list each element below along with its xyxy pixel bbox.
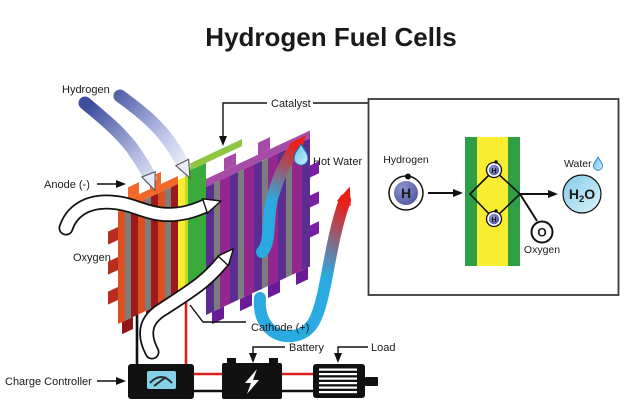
- charge-controller-label: Charge Controller: [5, 376, 92, 388]
- catalyst-leader: [219, 102, 267, 146]
- cathode-leader: [189, 304, 246, 323]
- electrolyte-layer: [178, 174, 188, 292]
- hot-water-label: Hot Water: [313, 156, 362, 168]
- electron-dot: [494, 160, 498, 164]
- load-leader: [334, 346, 368, 363]
- membrane: [465, 137, 520, 266]
- electron-dot: [494, 209, 498, 213]
- inset-water-label: Water: [564, 158, 592, 170]
- motor-shaft: [365, 377, 378, 386]
- electron-dot: [405, 173, 411, 180]
- gauge-needle: [153, 376, 167, 387]
- h-small-symbol: H: [491, 168, 496, 175]
- oxygen-label: Oxygen: [73, 252, 111, 264]
- hydrogen-flow-arrows: [78, 89, 184, 178]
- hydrogen-symbol: H: [401, 185, 411, 201]
- battery-terminal: [227, 358, 236, 364]
- battery-terminal: [269, 358, 278, 364]
- page-title: Hydrogen Fuel Cells: [205, 22, 456, 52]
- oxygen-flow-arrows: [58, 194, 235, 360]
- anode-label: Anode (-): [44, 179, 90, 191]
- proton-top: H: [485, 160, 503, 179]
- charge-controller: [128, 364, 194, 399]
- water-droplet-icon: [293, 142, 309, 166]
- battery-leader: [249, 346, 285, 363]
- lightning-bolt-icon: [245, 369, 259, 394]
- h-small-symbol: H: [491, 217, 496, 224]
- main-labels: Hydrogen Anode (-) Oxygen Catalyst Hot W…: [5, 84, 395, 388]
- cathode-plate: [206, 130, 319, 325]
- proton-bottom: H: [485, 209, 503, 228]
- catalyst-label: Catalyst: [271, 98, 311, 110]
- cathode-label: Cathode (+): [251, 322, 309, 334]
- inset-oxygen-label: Oxygen: [524, 244, 560, 256]
- fuel-cell-stack: [108, 130, 319, 335]
- catalyst-plate: [188, 139, 242, 286]
- circuit: [128, 358, 378, 399]
- water-droplet-icon: [593, 156, 603, 171]
- oxygen-atom: O: [530, 220, 554, 244]
- battery: [222, 358, 282, 399]
- h2o-formula: H2O: [569, 186, 595, 205]
- inset-hydrogen-label: Hydrogen: [383, 154, 429, 166]
- hot-water-arrows: [253, 135, 351, 343]
- battery-label: Battery: [289, 342, 324, 354]
- oxygen-symbol: O: [537, 226, 546, 240]
- reaction-inset: Hydrogen H H H: [367, 98, 620, 296]
- load-motor: [313, 364, 378, 398]
- oxygen-connector: [519, 193, 538, 222]
- hydrogen-label: Hydrogen: [62, 84, 110, 96]
- h2o-molecule: H2O: [562, 174, 602, 214]
- load-label: Load: [371, 342, 395, 354]
- hydrogen-atom: H: [388, 173, 424, 211]
